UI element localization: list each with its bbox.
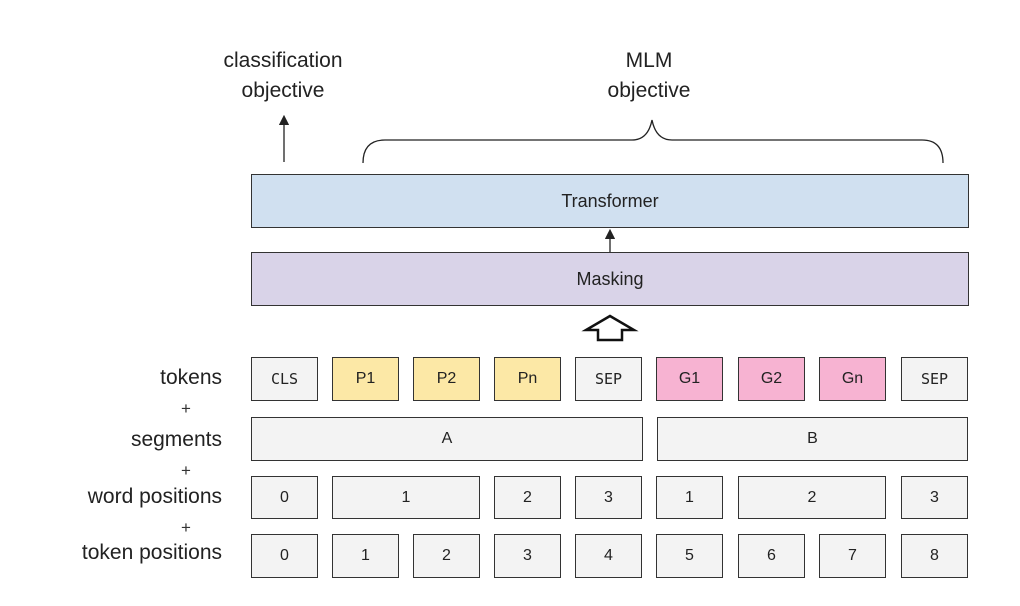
segment-b: B [657,417,968,461]
word-position-box: 3 [575,476,642,519]
token-gn: Gn [819,357,886,401]
token-positions-row-label: token positions [81,541,222,564]
segments-row-label: segments [130,428,222,451]
mlm-objective-line2: objective [607,79,691,102]
word-position-box: 3 [901,476,968,519]
token-g2: G2 [738,357,805,401]
token-position-box: 2 [413,534,480,578]
token-sep: SEP [901,357,968,401]
token-position-box: 4 [575,534,642,578]
plus-sign: + [181,461,191,480]
token-position-box: 8 [901,534,968,578]
token-position-box: 6 [738,534,805,578]
token-position-box: 0 [251,534,318,578]
word-position-box: 1 [332,476,480,519]
token-cls: CLS [251,357,318,401]
word-position-box: 1 [656,476,723,519]
word-positions-row-label: word positions [87,485,222,508]
tokens-row-label: tokens [160,366,222,389]
plus-sign: + [181,399,191,418]
word-position-box: 0 [251,476,318,519]
plus-sign: + [181,518,191,537]
word-position-box: 2 [494,476,561,519]
segment-a: A [251,417,643,461]
mlm-objective-label: MLM objective [549,46,749,106]
classification-objective-label: classification objective [183,46,383,106]
token-position-box: 7 [819,534,886,578]
token-p2: P2 [413,357,480,401]
token-p1: P1 [332,357,399,401]
token-position-box: 5 [656,534,723,578]
classification-objective-line2: objective [241,79,325,102]
classification-objective-line1: classification [223,49,343,72]
token-position-box: 3 [494,534,561,578]
token-sep: SEP [575,357,642,401]
token-pn: Pn [494,357,561,401]
hollow-up-arrow [581,314,639,342]
mlm-objective-line1: MLM [625,49,673,72]
token-g1: G1 [656,357,723,401]
masking-layer: Masking [251,252,969,306]
token-position-box: 1 [332,534,399,578]
word-position-box: 2 [738,476,886,519]
mlm-brace [362,119,944,164]
transformer-layer: Transformer [251,174,969,228]
